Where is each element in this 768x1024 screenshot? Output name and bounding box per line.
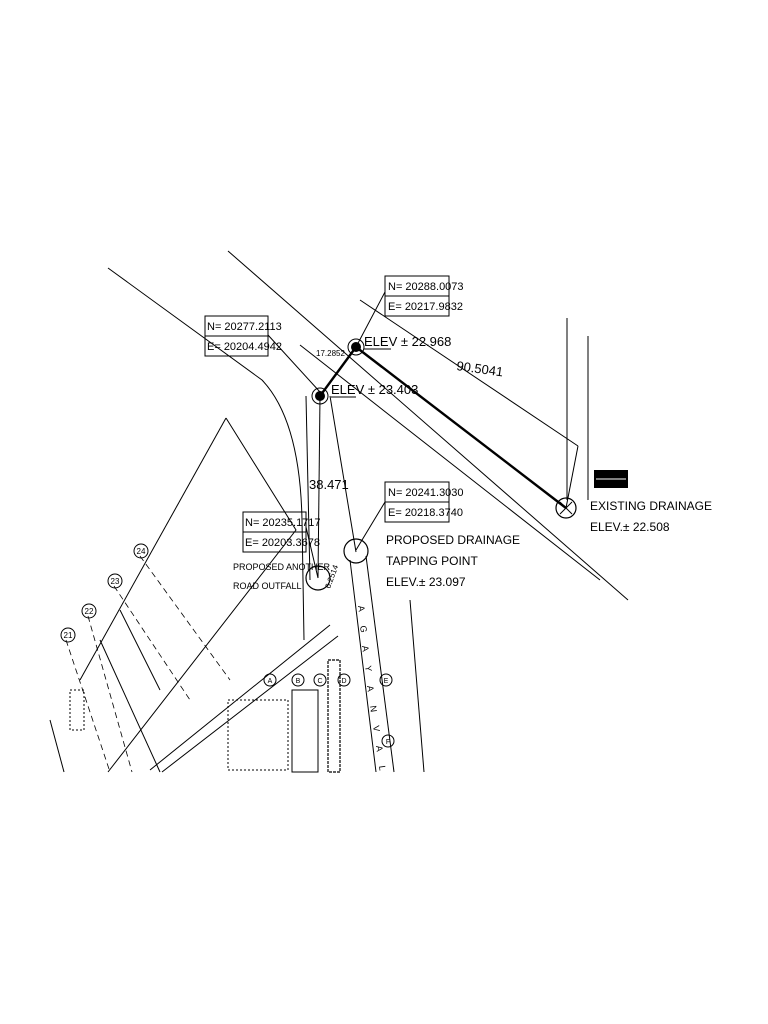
leader-mid-right — [355, 501, 386, 551]
dimension-vertical-run: 38.471 — [309, 477, 349, 492]
grid-line-24 — [139, 555, 231, 681]
coord-box-4: N= 20235.1717 E= 20203.3678 — [242, 511, 321, 553]
road-strip-left — [349, 559, 377, 773]
lot-line-2 — [79, 417, 227, 681]
note-tapping-1: PROPOSED DRAINAGE — [386, 533, 520, 547]
drainage-vertical-line-3 — [305, 395, 311, 581]
road-letter: A — [360, 645, 371, 652]
grid-bubble-24: 24 — [133, 543, 149, 559]
grid-bubble-23: 23 — [107, 573, 123, 589]
manhole-dot-top — [351, 342, 361, 352]
drainage-vertical-line-2 — [329, 395, 357, 553]
grid-bubble-e: E — [379, 673, 393, 687]
coord-e-1: E= 20217.9832 — [388, 301, 463, 313]
road-edge-upper — [227, 250, 629, 601]
elev-label-mid: ELEV ± 23.403 — [331, 382, 418, 397]
road-letter: A — [374, 745, 385, 752]
road-letter: G — [358, 625, 369, 633]
svg-text:F: F — [386, 739, 390, 746]
svg-text:C: C — [317, 678, 322, 685]
road-edge-lower — [299, 344, 601, 581]
manhole-circle-top — [347, 338, 365, 356]
svg-text:21: 21 — [64, 631, 73, 640]
road-hatch — [327, 659, 341, 773]
note-existing-drainage-2: ELEV.± 22.508 — [590, 520, 670, 534]
svg-text:D: D — [341, 678, 346, 685]
manhole-circle-mid — [311, 387, 329, 405]
note-outfall-1: PROPOSED ANOTHER — [233, 562, 331, 572]
manhole-circle-tapping — [343, 538, 369, 564]
building-hatch-left — [69, 689, 85, 731]
manhole-circle-outfall — [305, 565, 331, 591]
road-letter: L — [377, 765, 388, 771]
building-edge-5 — [161, 635, 339, 773]
svg-text:A: A — [268, 678, 273, 685]
road-letter: A — [356, 605, 367, 612]
road-strip-right — [365, 555, 395, 773]
road-letter: N — [368, 705, 379, 713]
grid-bubble-a: A — [263, 673, 277, 687]
note-outfall-2: ROAD OUTFALL — [233, 581, 302, 591]
svg-text:E: E — [384, 678, 389, 685]
manhole-dot-mid — [315, 391, 325, 401]
svg-text:B: B — [296, 678, 301, 685]
road-name-letters: A G A Y A N V A L — [356, 605, 388, 771]
elev-label-top: ELEV ± 22.968 — [364, 334, 451, 349]
dimension-line-top — [359, 299, 579, 447]
svg-text:24: 24 — [137, 547, 146, 556]
drainage-main-line — [355, 346, 567, 509]
drainage-vertical-line — [317, 395, 321, 579]
note-existing-drainage-1: EXISTING DRAINAGE — [590, 499, 712, 513]
grid-bubble-c: C — [313, 673, 327, 687]
grid-bubble-f: F — [381, 734, 395, 748]
building-edge-2 — [119, 609, 161, 691]
note-tapping-3: ELEV.± 23.097 — [386, 575, 466, 589]
road-letter: A — [365, 685, 376, 692]
grid-bubble-d: D — [337, 673, 351, 687]
road-edge-curve — [107, 267, 305, 641]
grid-line-22 — [87, 615, 133, 773]
building-edge-1 — [99, 639, 161, 773]
manhole-circle-existing — [555, 497, 577, 519]
grid-line-23 — [113, 585, 191, 701]
coord-n-1: N= 20288.0073 — [388, 281, 464, 293]
grid-bubble-22: 22 — [81, 603, 97, 619]
leader-top-left — [267, 334, 321, 393]
road-strip-far — [409, 599, 425, 773]
road-letter: V — [371, 725, 382, 732]
grid-bubble-21: 21 — [60, 627, 76, 643]
building-hatch-main — [227, 699, 289, 771]
coord-box-2: N= 20277.2113 E= 20204.4942 — [204, 315, 282, 357]
grid-bubble-b: B — [291, 673, 305, 687]
road-letter: Y — [363, 665, 374, 672]
building-edge-4 — [149, 624, 331, 771]
lot-boundary — [107, 417, 297, 773]
existing-cross-2 — [559, 501, 573, 515]
building-block — [291, 689, 319, 773]
note-tapping-2: TAPPING POINT — [386, 554, 478, 568]
coord-e-2: E= 20204.4942 — [207, 341, 282, 353]
dimension-short-offset: 17.2852 — [316, 349, 345, 358]
svg-text:22: 22 — [85, 607, 94, 616]
coord-n-3: N= 20241.3030 — [388, 487, 464, 499]
coord-e-4: E= 20203.3678 — [245, 537, 320, 549]
drainage-link-line — [319, 346, 357, 397]
dimension-top-run: 90.5041 — [456, 358, 505, 379]
coord-box-3: N= 20241.3030 E= 20218.3740 — [384, 481, 464, 523]
coord-n-4: N= 20235.1717 — [245, 517, 321, 529]
leader-mid-left — [305, 526, 319, 579]
coord-n-2: N= 20277.2113 — [207, 321, 282, 333]
leader-top-right — [355, 291, 386, 348]
building-edge-3 — [49, 719, 65, 773]
coord-e-3: E= 20218.3740 — [388, 507, 463, 519]
coord-box-1: N= 20288.0073 E= 20217.9832 — [384, 275, 464, 317]
grid-line-21 — [65, 639, 111, 773]
svg-text:23: 23 — [111, 577, 120, 586]
